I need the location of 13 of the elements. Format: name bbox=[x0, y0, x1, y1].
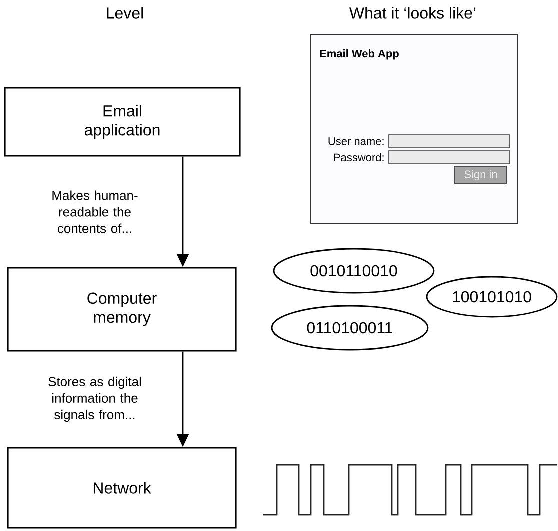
level-box: Email application bbox=[4, 87, 241, 157]
field-label: Password: bbox=[334, 153, 384, 162]
input-field bbox=[388, 134, 510, 148]
level-box: Computer memory bbox=[7, 267, 237, 352]
field-label: User name: bbox=[328, 138, 384, 146]
edge-label: Stores as digital information the signals from... bbox=[35, 376, 155, 424]
column-heading: What it ‘looks like’ bbox=[350, 7, 476, 19]
level-box: Network bbox=[7, 447, 237, 529]
window-title: Email Web App bbox=[320, 50, 399, 60]
column-heading: Level bbox=[107, 7, 144, 19]
input-field bbox=[388, 150, 510, 164]
edge-label: Makes human-readable the contents of... bbox=[35, 190, 155, 234]
sign-in-button: Sign in bbox=[454, 166, 508, 184]
